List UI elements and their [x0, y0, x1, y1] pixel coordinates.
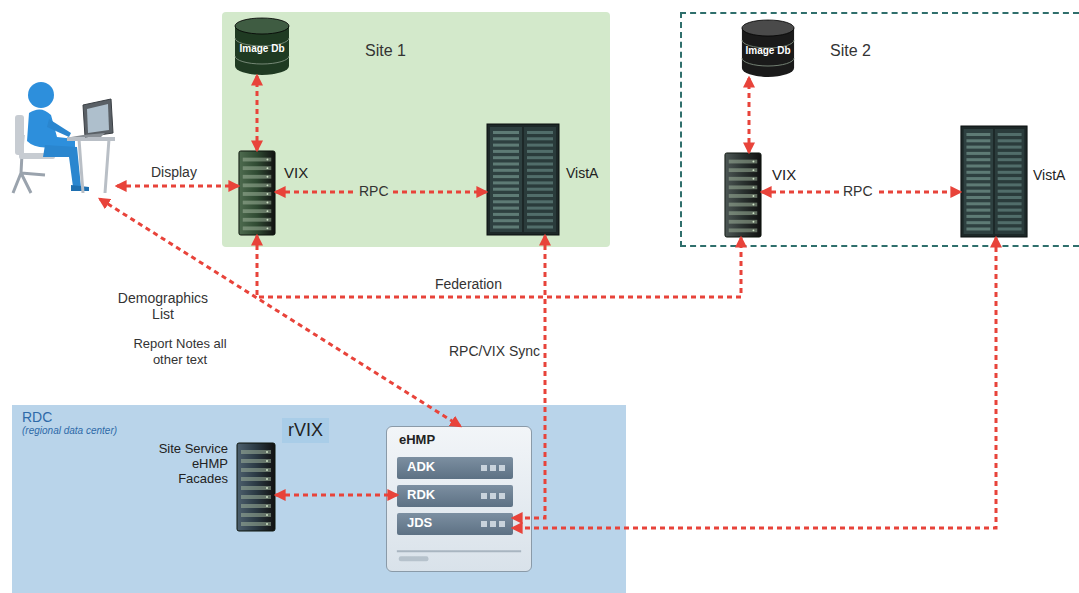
node-label: VIX [284, 164, 308, 181]
service-bar: RDK [397, 485, 513, 507]
node-label: eHMP [399, 433, 435, 448]
database: Image Db [740, 18, 796, 78]
server: rVIXSite Service eHMP Facades [236, 442, 276, 532]
node-label: RDC [22, 409, 52, 425]
user-figure [5, 75, 117, 197]
node-label: ADK [407, 460, 435, 475]
user-figure [5, 75, 117, 197]
node-sublabel: (regional data center) [22, 425, 117, 437]
node-label: VistA [566, 165, 598, 181]
node-label: JDS [407, 516, 432, 531]
server-icon [724, 152, 762, 238]
connector-label: Display [148, 164, 200, 180]
server-rack: VistA [486, 123, 560, 236]
server: VIX [238, 150, 276, 236]
node-label: Image Db [740, 45, 796, 57]
node-label: Site 2 [830, 42, 871, 60]
node-label: VIX [772, 166, 796, 183]
service-bar: ADK [397, 457, 513, 479]
rack-icon [486, 123, 560, 236]
connector-label: Federation [432, 276, 505, 292]
rack-icon [960, 125, 1028, 238]
connector-label: RPC/VIX Sync [446, 343, 543, 359]
connector-label: Demographics List [112, 290, 214, 322]
node-label: rVIX [282, 418, 329, 443]
connector-label: RPC [840, 183, 876, 199]
server-icon [238, 150, 276, 236]
node-label: Site 1 [365, 42, 406, 60]
dashed-connector [117, 185, 238, 188]
service-bar: JDS [397, 513, 513, 535]
note-text: Report Notes all other text [124, 336, 236, 367]
connector-label: RPC [356, 183, 392, 199]
node-label: RDK [407, 488, 435, 503]
site-panel: Site 2 Image Db VIX VistA [680, 12, 1079, 247]
node-sublabel: Site Service eHMP Facades [144, 442, 228, 487]
server-rack: VistA [960, 125, 1028, 238]
node-label: Image Db [233, 43, 291, 55]
server-icon [236, 442, 276, 532]
site-panel: Site 1 Image Db VIX VistA [222, 12, 610, 247]
server: VIX [724, 152, 762, 238]
node-label: VistA [1033, 167, 1065, 183]
data-center-panel: RDC(regional data center)rVIXSite Servic… [12, 405, 626, 593]
appliance-box: eHMP ADK RDK JDS [386, 426, 532, 572]
database: Image Db [233, 16, 291, 76]
